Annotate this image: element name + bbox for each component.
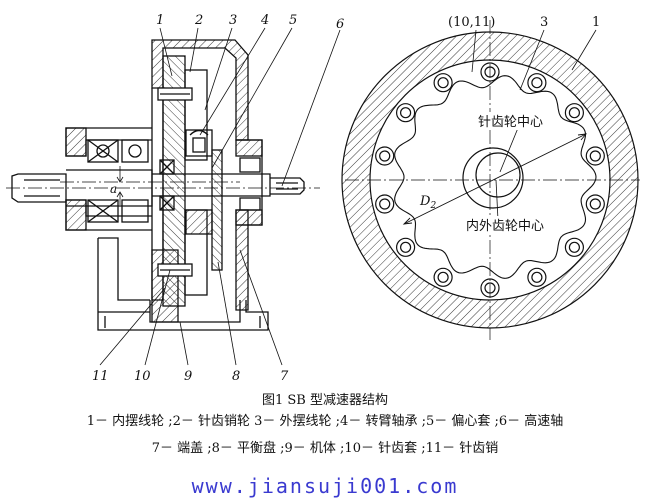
- callout-1: 1: [156, 13, 164, 28]
- center-lines: [6, 181, 320, 189]
- callout-11: 11: [92, 369, 109, 384]
- callout-1-right: 1: [592, 15, 600, 30]
- cycloid-profile: [394, 75, 597, 279]
- pin: [400, 241, 412, 253]
- pin: [437, 77, 449, 89]
- left-bearing-housing: [65, 127, 152, 231]
- pin-ring: [375, 62, 605, 298]
- right-front-view: [341, 20, 640, 340]
- pin-center-label: 针齿轮中心: [478, 115, 543, 130]
- balance-disc: [211, 149, 223, 271]
- pin: [589, 198, 601, 210]
- hub-inner: [475, 152, 521, 198]
- pin: [379, 150, 391, 162]
- right-leaders: [471, 29, 597, 221]
- input-shaft: [152, 139, 305, 226]
- leader-lines: [99, 27, 341, 366]
- offset-dimension: [116, 166, 124, 205]
- gear-center-label: 内外齿轮中心: [466, 218, 544, 234]
- callout-10: 10: [134, 369, 151, 384]
- pin: [568, 107, 581, 119]
- pin: [400, 107, 412, 119]
- pin: [531, 77, 543, 89]
- legend-line-2: 7－ 端盖 ;8－ 平衡盘 ;9－ 机体 ;10－ 针齿套 ;11－ 针齿销: [151, 441, 499, 456]
- offset-label: a: [110, 182, 117, 196]
- pin: [531, 271, 543, 283]
- left-sectional-view: [6, 27, 341, 366]
- callout-5: 5: [289, 13, 297, 28]
- arm-bearing: [159, 129, 213, 235]
- callout-7: 7: [280, 369, 289, 384]
- pin: [589, 150, 601, 162]
- callout-pin: (10,11): [448, 15, 495, 30]
- callout-4: 4: [260, 13, 269, 28]
- pin: [437, 271, 449, 283]
- pin: [379, 198, 391, 210]
- pin-wheel: [157, 55, 208, 307]
- figure-title: 图1 SB 型减速器结构: [262, 393, 388, 408]
- right-labels: (10,11) 3 1 针齿轮中心 内外齿轮中心 D2: [419, 15, 600, 234]
- right-center-lines: [345, 20, 640, 340]
- diameter-label: D2: [419, 194, 436, 211]
- legend-line-1: 1－ 内摆线轮 ;2－ 针齿销轮 3－ 外摆线轮 ;4－ 转臂轴承 ;5－ 偏心…: [86, 414, 564, 429]
- pin: [568, 241, 581, 253]
- watermark: www.jiansuji001.com: [191, 474, 459, 498]
- callout-2: 2: [194, 13, 203, 28]
- callout-9: 9: [184, 369, 192, 384]
- callout-8: 8: [232, 369, 240, 384]
- left-callouts: 1 2 3 4 5 6 7 8 9 10 11 a: [92, 13, 344, 384]
- callout-3-right: 3: [540, 15, 548, 30]
- callout-3: 3: [229, 13, 237, 28]
- callout-6: 6: [336, 17, 344, 32]
